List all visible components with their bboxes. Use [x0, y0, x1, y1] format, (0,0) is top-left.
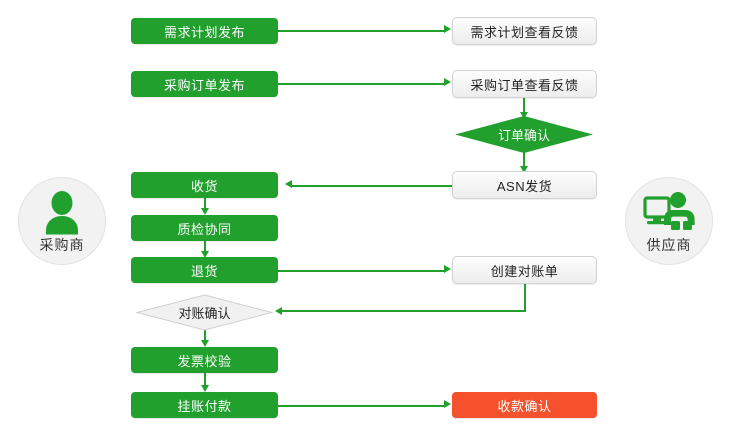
edge-reconcile-to-invoice	[204, 330, 206, 341]
edge-reconcile-to-invoice-arrow	[200, 340, 209, 347]
edge-po-publish-arrow	[444, 78, 451, 86]
edge-asn-to-receipt-arrow	[285, 180, 292, 188]
diamond-shape-icon	[136, 294, 273, 331]
node-order-confirm-label: 订单确认	[497, 128, 550, 143]
edge-payment-to-receipt-arrow	[444, 400, 451, 408]
edge-demand-plan	[278, 29, 444, 32]
edge-confirm-to-asn	[523, 152, 525, 166]
edge-payment-to-receipt	[278, 404, 444, 407]
edge-confirm-to-asn-arrow	[519, 166, 528, 173]
edge-invoice-to-payment-arrow	[200, 385, 209, 392]
edge-receipt-to-qc-arrow	[200, 208, 209, 215]
edge-receipt-to-qc	[204, 198, 206, 209]
actor-buyer-label: 采购商	[39, 237, 85, 253]
edge-po-publish	[278, 82, 444, 85]
actor-buyer[interactable]: 采购商	[18, 177, 106, 265]
person-icon	[19, 190, 105, 236]
edge-statement-to-reconcile-arrow	[275, 306, 282, 315]
person-at-computer-icon-svg	[643, 192, 695, 230]
node-reconcile-confirm[interactable]: 对账确认	[136, 294, 273, 331]
diamond-shape-icon	[455, 116, 593, 153]
node-reconcile-confirm-label: 对账确认	[178, 306, 231, 321]
edge-po-to-confirm-arrow	[519, 112, 528, 119]
actor-supplier-label: 供应商	[646, 237, 692, 253]
edge-invoice-to-payment	[204, 373, 206, 386]
edge-statement-to-reconcile-h	[282, 310, 526, 312]
node-order-confirm[interactable]: 订单确认	[455, 116, 593, 153]
node-invoice-verify[interactable]: 发票校验	[131, 347, 278, 373]
node-create-statement[interactable]: 创建对账单	[452, 256, 597, 284]
person-icon-svg	[46, 191, 78, 235]
edge-return-to-statement-arrow	[444, 265, 451, 273]
node-po-feedback[interactable]: 采购订单查看反馈	[452, 70, 597, 98]
node-goods-receipt[interactable]: 收货	[131, 172, 278, 198]
edge-statement-to-reconcile-v	[524, 283, 526, 312]
actor-supplier[interactable]: 供应商	[625, 177, 713, 265]
person-at-computer-icon	[626, 190, 712, 236]
edge-qc-to-return-arrow	[200, 251, 209, 258]
node-payable-payment[interactable]: 挂账付款	[131, 392, 278, 418]
edge-demand-plan-arrow	[444, 25, 451, 33]
edge-return-to-statement	[278, 269, 444, 272]
edge-asn-to-receipt	[292, 184, 452, 187]
edge-qc-to-return	[204, 241, 206, 252]
node-asn-shipment[interactable]: ASN发货	[452, 171, 597, 199]
node-quality-collab[interactable]: 质检协同	[131, 215, 278, 241]
edge-po-to-confirm	[523, 96, 525, 113]
node-demand-plan-publish[interactable]: 需求计划发布	[131, 18, 278, 44]
node-demand-plan-feedback[interactable]: 需求计划查看反馈	[452, 17, 597, 45]
node-po-publish[interactable]: 采购订单发布	[131, 71, 278, 97]
node-return-goods[interactable]: 退货	[131, 257, 278, 283]
node-payment-receipt[interactable]: 收款确认	[452, 392, 597, 418]
